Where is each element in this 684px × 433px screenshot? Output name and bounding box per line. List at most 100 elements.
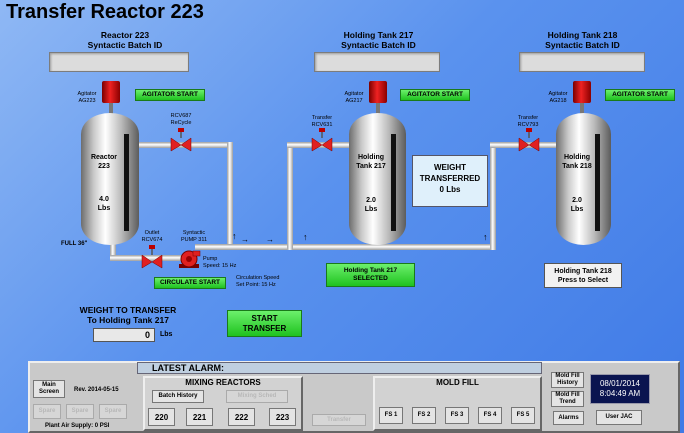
- tank218-agitator-start-button[interactable]: AGITATOR START: [605, 89, 675, 101]
- tank218-name-line2: Tank 218: [562, 163, 592, 170]
- recycle-valve-icon[interactable]: [170, 128, 192, 152]
- outlet-valve-icon[interactable]: [141, 245, 163, 269]
- fill-station-4-button[interactable]: FS 4: [478, 407, 502, 424]
- weight-to-transfer-input[interactable]: 0: [93, 328, 155, 342]
- weight-transferred-line2: TRANSFERRED: [419, 174, 481, 183]
- tank217-name-line2: Tank 217: [356, 163, 386, 170]
- fill-station-1-button[interactable]: FS 1: [379, 407, 403, 424]
- outlet-valve-label-line2: RCV674: [141, 236, 163, 243]
- reactor-weight-unit: Lbs: [97, 205, 111, 212]
- tank218-weight-unit: Lbs: [570, 206, 584, 213]
- tank218-select-line1: Holding Tank 218: [554, 267, 612, 275]
- page-title: Transfer Reactor 223: [6, 1, 204, 23]
- tank217-header-name: Holding Tank 217: [343, 30, 414, 40]
- batch-history-button[interactable]: Batch History: [152, 390, 204, 403]
- clock-date: 08/01/2014: [599, 379, 641, 388]
- reactor-agitator-motor-icon: [102, 81, 120, 103]
- fill-station-2-button[interactable]: FS 2: [412, 407, 436, 424]
- tank218-agitator-label-line1: Agitator: [548, 91, 568, 97]
- flow-arrow-up-icon: ↑: [303, 232, 308, 242]
- reactor-223-vessel: [81, 113, 139, 245]
- recycle-valve-label: RCV687 ReCycle: [164, 113, 198, 126]
- reactor-weight: 4.0 Lbs: [84, 195, 124, 213]
- mixing-sched-button[interactable]: Mixing Sched: [226, 390, 288, 403]
- reactor-name: Reactor 223: [84, 153, 124, 171]
- start-transfer-button[interactable]: START TRANSFER: [227, 310, 302, 337]
- transfer-nav-button[interactable]: Transfer: [312, 414, 366, 426]
- tank217-weight-unit: Lbs: [364, 206, 378, 213]
- fill-station-5-button[interactable]: FS 5: [511, 407, 535, 424]
- reactor-header-name: Reactor 223: [100, 30, 150, 40]
- reactor-agitator-label: Agitator AG223: [72, 91, 102, 104]
- circulation-speed-line1: Circulation Speed: [236, 275, 280, 281]
- spare-button-1[interactable]: Spare: [33, 404, 61, 419]
- tank218-header-name: Holding Tank 218: [547, 30, 618, 40]
- clock-time: 8:04:49 AM: [599, 389, 641, 398]
- mold-fill-history-button[interactable]: Mold Fill History: [551, 372, 584, 388]
- tank217-feed-pipe-vertical: [287, 142, 293, 250]
- reactor-220-button[interactable]: 220: [148, 408, 175, 426]
- flow-arrow-up-icon: ↑: [483, 232, 488, 242]
- tank217-weight-value: 2.0: [366, 197, 376, 204]
- tank217-agitator-start-button[interactable]: AGITATOR START: [400, 89, 470, 101]
- reactor-batch-id-field[interactable]: [49, 52, 189, 72]
- start-transfer-line1: START: [251, 313, 278, 323]
- tank217-level-bar: [391, 134, 396, 231]
- tank217-weight: 2.0 Lbs: [350, 196, 392, 214]
- revision-label: Rev. 2014-05-15: [74, 387, 119, 393]
- tank218-weight-value: 2.0: [572, 197, 582, 204]
- main-screen-button[interactable]: Main Screen: [33, 380, 65, 398]
- circulate-start-button[interactable]: CIRCULATE START: [154, 277, 226, 289]
- fill-station-3-button[interactable]: FS 3: [445, 407, 469, 424]
- latest-alarm-bar: LATEST ALARM:: [137, 362, 542, 374]
- main-transfer-pipe: [195, 244, 495, 250]
- tank218-agitator-shaft: [580, 103, 584, 115]
- tank218-select-button[interactable]: Holding Tank 218 Press to Select: [544, 263, 622, 288]
- reactor-221-button[interactable]: 221: [186, 408, 213, 426]
- plant-air-supply: Plant Air Supply: 0 PSI: [45, 423, 110, 429]
- tank218-feed-pipe-vertical: [490, 142, 496, 250]
- reactor-full-level: FULL 36": [61, 241, 88, 247]
- transfer217-valve-label: Transfer RCV631: [305, 115, 339, 128]
- pump-speed-line1: Pump: [203, 256, 218, 262]
- tank218-weight: 2.0 Lbs: [556, 196, 598, 214]
- pump-icon[interactable]: [177, 249, 201, 269]
- flow-arrow-right-icon: →: [266, 235, 274, 244]
- transfer218-valve-label-line1: Transfer: [517, 115, 539, 121]
- tank217-header-sub: Syntactic Batch ID: [341, 40, 416, 50]
- holding-tank-218-vessel: [556, 113, 611, 245]
- outlet-pipe-down: [110, 238, 116, 258]
- mixing-reactors-title: MIXING REACTORS: [185, 378, 261, 387]
- alarms-button[interactable]: Alarms: [553, 411, 584, 425]
- user-button[interactable]: User JAC: [596, 410, 642, 425]
- tank218-select-line2: Press to Select: [557, 276, 609, 284]
- transfer217-valve-icon[interactable]: [311, 128, 333, 152]
- reactor-header: Reactor 223 Syntactic Batch ID: [70, 30, 180, 50]
- transfer218-valve-label-line2: RCV793: [517, 121, 539, 128]
- weight-transferred-display: WEIGHT TRANSFERRED 0 Lbs: [412, 155, 488, 207]
- tank217-select-button[interactable]: Holding Tank 217 SELECTED: [326, 263, 415, 287]
- tank217-select-line2: SELECTED: [353, 275, 388, 282]
- tank218-header: Holding Tank 218 Syntactic Batch ID: [520, 30, 645, 50]
- transfer217-valve-label-line2: RCV631: [311, 121, 333, 128]
- circulation-speed-setpoint: Set Point: 15 Hz: [236, 281, 276, 288]
- flow-arrow-up-icon: ↑: [232, 231, 237, 241]
- spare-button-3[interactable]: Spare: [99, 404, 127, 419]
- reactor-agitator-shaft: [109, 103, 113, 115]
- tank217-agitator-shaft: [376, 103, 380, 115]
- tank217-agitator-label-line1: Agitator: [344, 91, 364, 97]
- tank217-batch-id-field[interactable]: [314, 52, 440, 72]
- reactor-agitator-start-button[interactable]: AGITATOR START: [135, 89, 205, 101]
- transfer218-valve-icon[interactable]: [518, 128, 540, 152]
- tank217-agitator-motor-icon: [369, 81, 387, 103]
- spare-button-2[interactable]: Spare: [66, 404, 94, 419]
- clock-display: 08/01/2014 8:04:49 AM: [590, 374, 650, 404]
- tank218-batch-id-field[interactable]: [519, 52, 645, 72]
- outlet-pipe-horizontal: [110, 255, 195, 261]
- mold-fill-trend-button[interactable]: Mold Fill Trend: [551, 391, 584, 407]
- reactor-223-button[interactable]: 223: [269, 408, 296, 426]
- tank218-name-line1: Holding: [563, 154, 591, 161]
- mold-fill-trend-line1: Mold Fill: [555, 392, 580, 398]
- reactor-222-button[interactable]: 222: [228, 408, 255, 426]
- tank217-select-line1: Holding Tank 217: [343, 267, 398, 274]
